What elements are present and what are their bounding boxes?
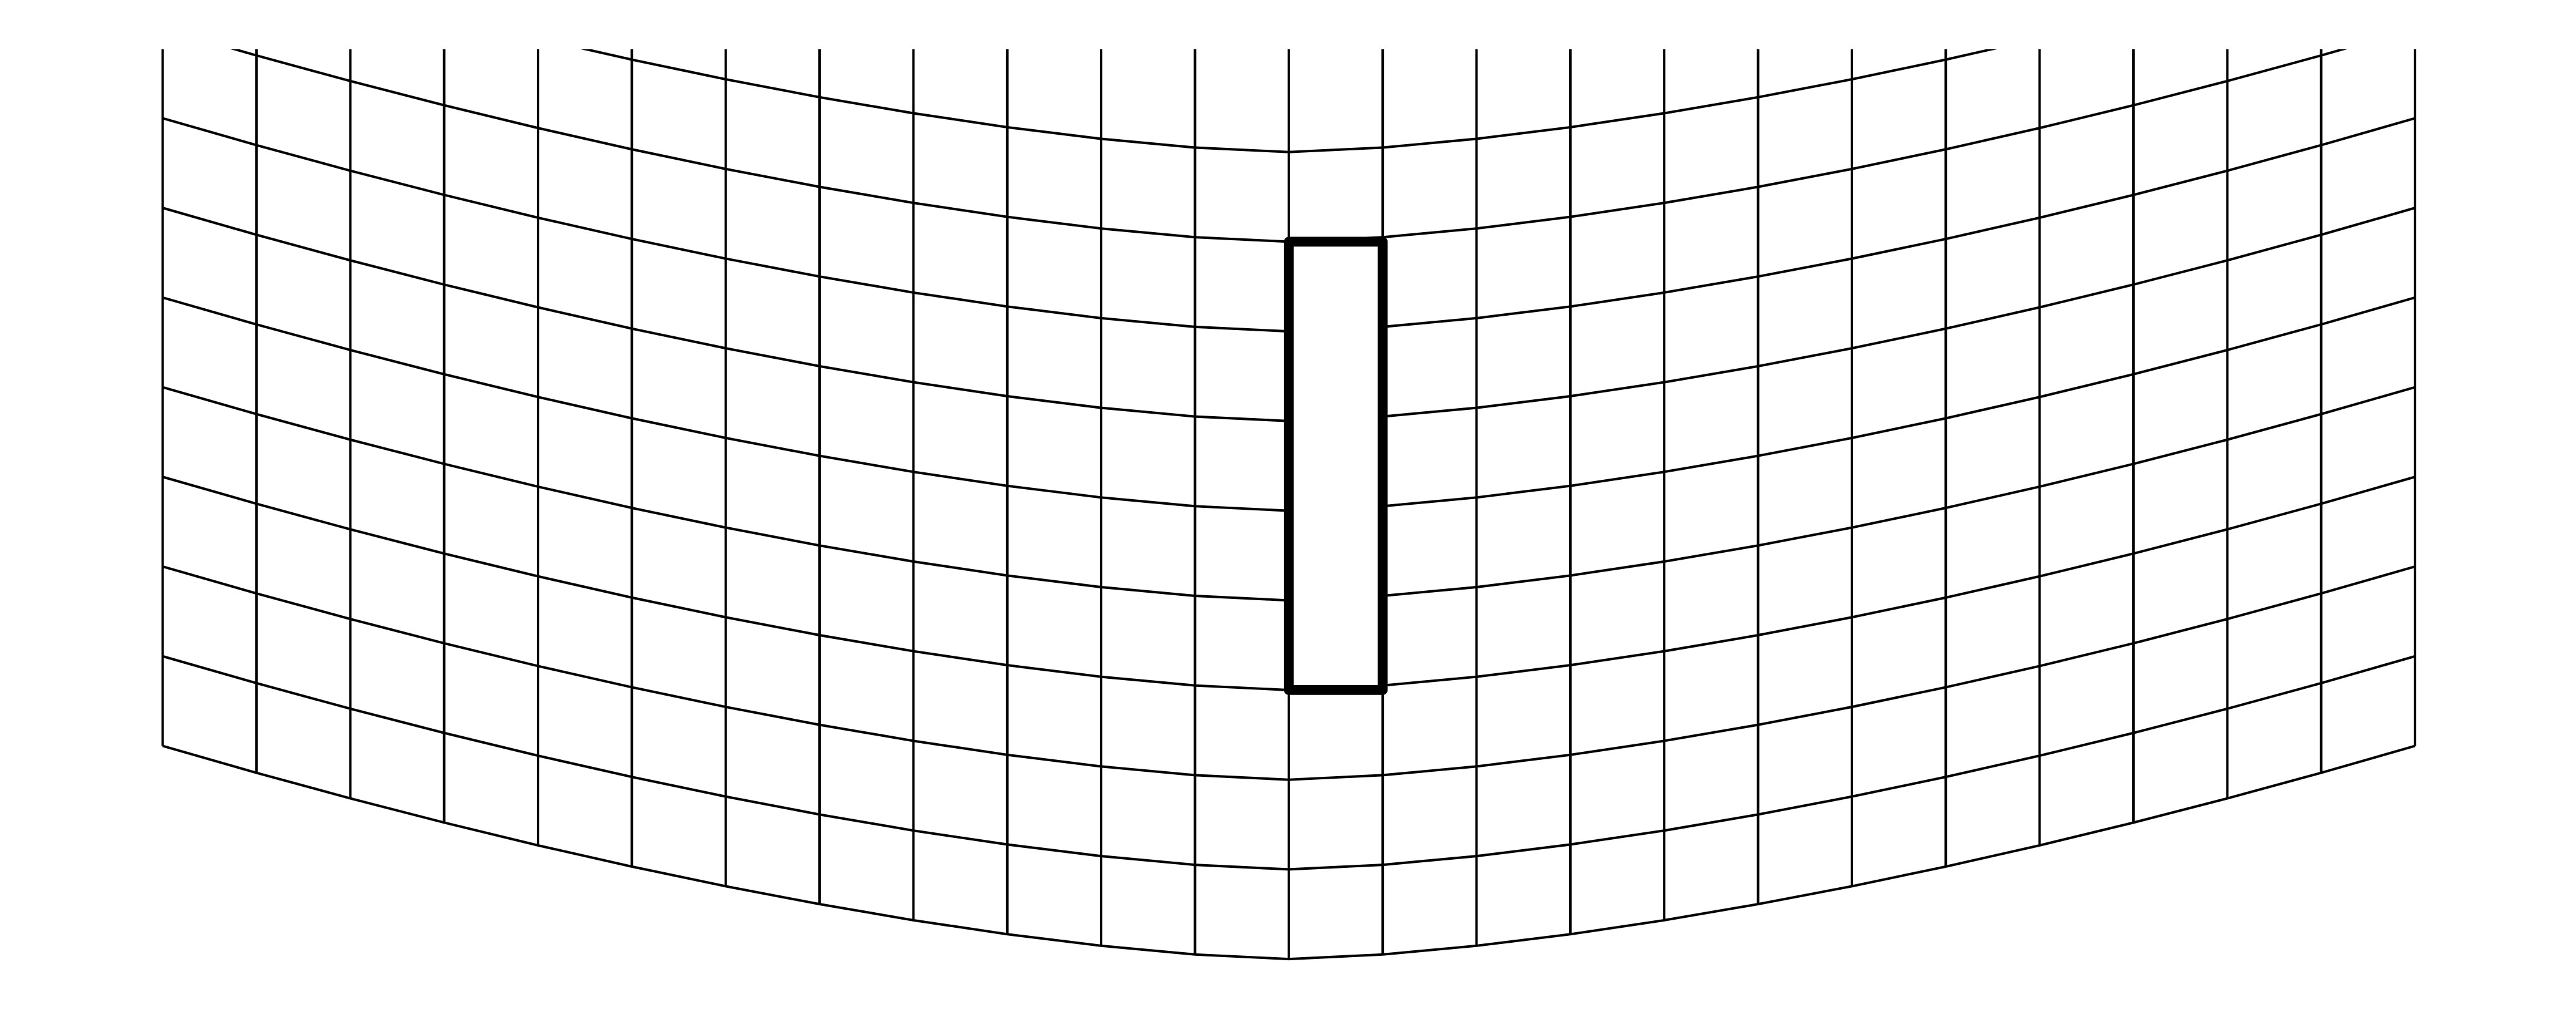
- highlight-layer: [1283, 236, 1388, 695]
- highlighted-grid-element: [1283, 236, 1388, 695]
